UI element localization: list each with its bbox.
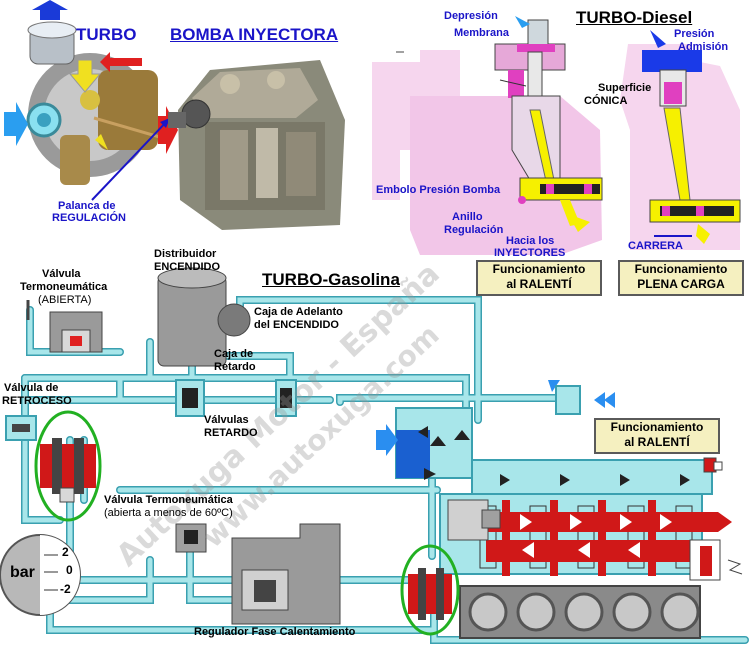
thermo-valve-top bbox=[26, 300, 103, 353]
palanca-label-line2: REGULACIÓN bbox=[52, 212, 126, 224]
gasolina-ralenti-line2: al RALENTÍ bbox=[624, 435, 690, 449]
termo-top-line1: Válvula bbox=[42, 268, 81, 280]
diesel-plena-line2: PLENA CARGA bbox=[637, 277, 725, 291]
valvulas-retardo-line1: Válvulas bbox=[204, 414, 249, 426]
inyectores-label: INYECTORES bbox=[494, 247, 566, 259]
regulador-label: Regulador Fase Calentamiento bbox=[194, 626, 356, 638]
arrow-left-icon bbox=[100, 52, 142, 72]
retroceso-line1: Válvula de bbox=[4, 382, 59, 394]
gasolina-ralenti-line1: Funcionamiento bbox=[610, 420, 704, 434]
turbocharger-illustration bbox=[26, 21, 171, 185]
caja-adelanto-line2: del ENCENDIDO bbox=[254, 319, 339, 331]
diesel-ralenti-line1: Funcionamiento bbox=[492, 262, 586, 276]
distribuidor-label-line2: ENCENDIDO bbox=[154, 261, 221, 273]
gauge-unit: bar bbox=[10, 564, 35, 581]
flow-arrows bbox=[418, 426, 690, 486]
retroceso-valve bbox=[5, 415, 37, 441]
diesel-plena-line1: Funcionamiento bbox=[634, 262, 728, 276]
carrera-label: CARRERA bbox=[628, 240, 683, 252]
depresion-label: Depresión bbox=[444, 10, 498, 22]
termo-top-line3: (ABIERTA) bbox=[38, 294, 92, 306]
termo-top-line2: Termoneumática bbox=[20, 281, 108, 293]
injection-pump-illustration bbox=[168, 60, 345, 230]
turbo-arrows bbox=[4, 0, 178, 201]
diesel-ralenti-illustration bbox=[372, 16, 603, 255]
inlet-arrows bbox=[376, 380, 615, 456]
gasolina-ralenti-box: Funcionamiento al RALENTÍ bbox=[594, 418, 720, 454]
termo-bottom-line1: Válvula Termoneumática bbox=[104, 494, 233, 506]
arrow-up-icon bbox=[32, 0, 68, 20]
wastegate-valve bbox=[689, 539, 743, 581]
valvulas-retardo-line2: RETARDO bbox=[204, 427, 258, 439]
air-filter bbox=[555, 385, 581, 415]
hacia-label: Hacia los bbox=[506, 235, 555, 247]
thermo-valve-bottom bbox=[175, 523, 207, 553]
arrow-small-icon bbox=[95, 134, 108, 150]
warmup-regulator bbox=[231, 523, 341, 625]
gauge-tick-2: 2 bbox=[62, 545, 69, 559]
regulacion-label: Regulación bbox=[444, 224, 504, 236]
check-valve-bottom bbox=[400, 544, 460, 636]
check-valve-left bbox=[34, 410, 102, 522]
conica-label: CÓNICA bbox=[584, 95, 628, 107]
membrana-label: Membrana bbox=[454, 27, 510, 39]
turbo-diesel-title: TURBO-Diesel bbox=[576, 8, 693, 27]
presion-label: Presión bbox=[674, 28, 715, 40]
gauge-tick-0: 0 bbox=[66, 563, 73, 577]
turbo-label: TURBO bbox=[76, 25, 137, 44]
admision-label: Admisión bbox=[678, 41, 729, 53]
distribuidor-label-line1: Distribuidor bbox=[154, 248, 217, 260]
retard-valves bbox=[175, 379, 297, 417]
embolo-label: Embolo Presión Bomba bbox=[376, 184, 501, 196]
arrow-right-icon bbox=[4, 102, 28, 146]
turbo-gasolina-title: TURBO-Gasolina bbox=[262, 270, 400, 289]
anillo-label: Anillo bbox=[452, 211, 483, 223]
exhaust-flow-arrows bbox=[520, 514, 672, 558]
termo-bottom-line2: (abierta a menos de 60ºC) bbox=[104, 507, 233, 519]
engine-block bbox=[459, 585, 701, 639]
diesel-plena-carga-illustration bbox=[620, 30, 741, 250]
turbo-compressor-small bbox=[447, 499, 501, 541]
caja-adelanto-line1: Caja de Adelanto bbox=[254, 306, 343, 318]
diesel-plena-carga-box: Funcionamiento PLENA CARGA bbox=[618, 260, 744, 296]
retroceso-line2: RETROCESO bbox=[2, 395, 72, 407]
palanca-label-line1: Palanca de bbox=[58, 200, 116, 212]
pressure-gauge bbox=[0, 534, 81, 616]
arrow-down-icon bbox=[68, 59, 102, 93]
caja-retardo-line1: Caja de bbox=[214, 348, 254, 360]
gauge-tick-neg2: -2 bbox=[60, 582, 71, 596]
diesel-ralenti-line2: al RALENTÍ bbox=[506, 277, 572, 291]
distributor bbox=[157, 267, 251, 367]
rpm-sensor bbox=[703, 457, 723, 473]
caja-retardo-line2: Retardo bbox=[214, 361, 256, 373]
arrow-right-icon bbox=[158, 106, 178, 154]
diesel-ralenti-box: Funcionamiento al RALENTÍ bbox=[476, 260, 602, 296]
superficie-label: Superficie bbox=[598, 82, 652, 94]
exhaust-manifold bbox=[480, 500, 732, 576]
bomba-inyectora-label: BOMBA INYECTORA bbox=[170, 25, 339, 44]
